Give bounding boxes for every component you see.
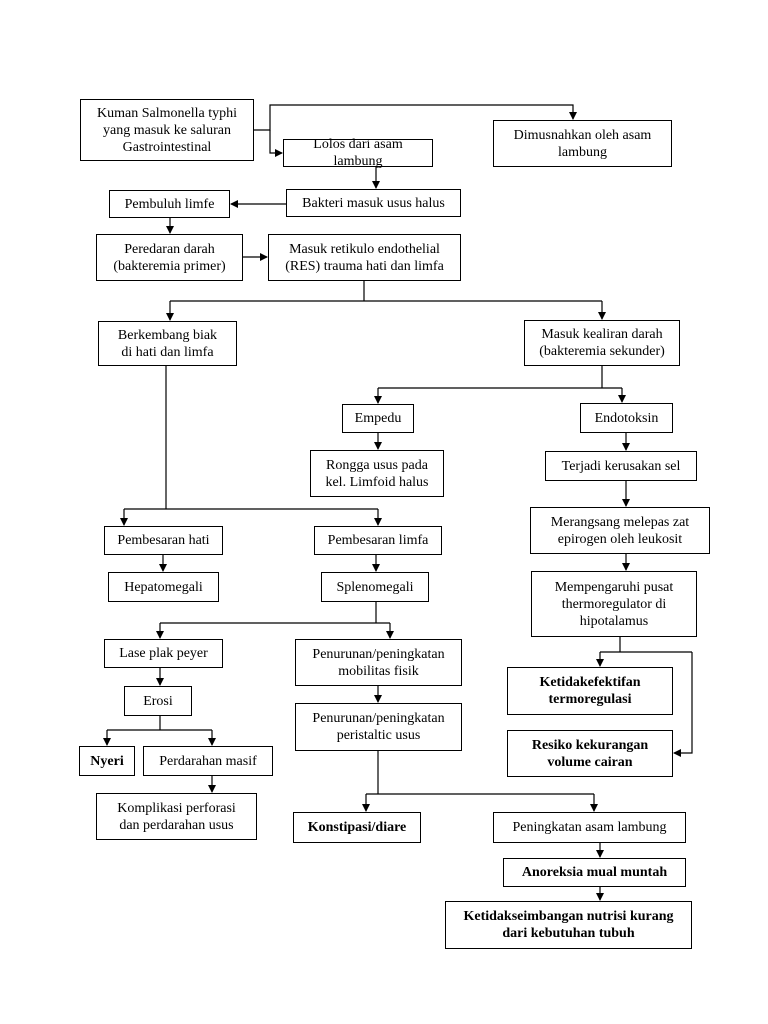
node-rongga-usus: Rongga usus pada kel. Limfoid halus — [310, 450, 444, 497]
node-label: Dimusnahkan oleh asam lambung — [513, 127, 652, 160]
node-label: Komplikasi perforasi dan perdarahan usus — [117, 800, 236, 833]
node-label: Splenomegali — [336, 579, 414, 595]
node-dimusnahkan: Dimusnahkan oleh asam lambung — [493, 120, 672, 167]
node-label: Ketidakseimbangan nutrisi kurang dari ke… — [463, 909, 674, 941]
node-label: Resiko kekurangan volume cairan — [531, 737, 649, 770]
node-nutrisi: Ketidakseimbangan nutrisi kurang dari ke… — [445, 901, 692, 949]
node-label: Pembuluh limfe — [124, 196, 215, 212]
node-label: Erosi — [143, 693, 173, 709]
node-perdarahan-masif: Perdarahan masif — [143, 746, 273, 776]
node-label: Penurunan/peningkatan mobilitas fisik — [312, 646, 445, 679]
node-label: Berkembang biak di hati dan limfa — [117, 327, 218, 360]
node-splenomegali: Splenomegali — [321, 572, 429, 602]
node-label: Nyeri — [90, 753, 124, 769]
node-lase-plak-peyer: Lase plak peyer — [104, 639, 223, 668]
node-hepatomegali: Hepatomegali — [108, 572, 219, 602]
node-label: Masuk retikulo endothelial (RES) trauma … — [285, 241, 444, 274]
node-label: Endotoksin — [594, 410, 659, 426]
node-label: Empedu — [354, 411, 402, 426]
node-label: Pembesaran hati — [117, 533, 210, 548]
node-label: Masuk kealiran darah (bakteremia sekunde… — [539, 327, 665, 359]
node-salmonella: Kuman Salmonella typhi yang masuk ke sal… — [80, 99, 254, 161]
node-res: Masuk retikulo endothelial (RES) trauma … — [268, 234, 461, 281]
node-volume-cairan: Resiko kekurangan volume cairan — [507, 730, 673, 777]
node-label: Rongga usus pada kel. Limfoid halus — [325, 457, 429, 490]
node-peristaltic-usus: Penurunan/peningkatan peristaltic usus — [295, 703, 462, 751]
node-label: Penurunan/peningkatan peristaltic usus — [312, 711, 445, 743]
node-peredaran-darah: Peredaran darah (bakteremia primer) — [96, 234, 243, 281]
node-komplikasi: Komplikasi perforasi dan perdarahan usus — [96, 793, 257, 840]
node-anoreksia: Anoreksia mual muntah — [503, 858, 686, 887]
node-asam-lambung: Peningkatan asam lambung — [493, 812, 686, 843]
connector — [673, 652, 693, 757]
node-merangsang: Merangsang melepas zat epirogen oleh leu… — [530, 507, 710, 554]
node-termoregulasi: Ketidakefektifan termoregulasi — [507, 667, 673, 715]
connector — [269, 130, 283, 157]
node-label: Lolos dari asam lambung — [313, 137, 403, 169]
node-mobilitas-fisik: Penurunan/peningkatan mobilitas fisik — [295, 639, 462, 686]
node-bakteri-halus: Bakteri masuk usus halus — [286, 189, 461, 217]
node-pembesaran-hati: Pembesaran hati — [104, 526, 223, 555]
node-label: Terjadi kerusakan sel — [561, 458, 681, 474]
node-berkembang-biak: Berkembang biak di hati dan limfa — [98, 321, 237, 366]
connector — [254, 104, 577, 131]
node-empedu: Empedu — [342, 404, 414, 433]
node-pembuluh-limfe: Pembuluh limfe — [109, 190, 230, 218]
node-label: Konstipasi/diare — [307, 820, 407, 835]
node-label: Anoreksia mual muntah — [521, 865, 668, 880]
node-label: Hepatomegali — [124, 579, 203, 595]
node-label: Peningkatan asam lambung — [512, 820, 667, 835]
node-label: Mempengaruhi pusat thermoregulator di hi… — [554, 579, 674, 629]
node-pusat-thermoregulator: Mempengaruhi pusat thermoregulator di hi… — [531, 571, 697, 637]
node-nyeri: Nyeri — [79, 746, 135, 776]
node-label: Pembesaran limfa — [327, 533, 429, 548]
node-endotoksin: Endotoksin — [580, 403, 673, 433]
node-label: Kuman Salmonella typhi yang masuk ke sal… — [97, 105, 237, 155]
node-kerusakan-sel: Terjadi kerusakan sel — [545, 451, 697, 481]
node-lolos: Lolos dari asam lambung — [283, 137, 433, 169]
node-masuk-aliran-darah: Masuk kealiran darah (bakteremia sekunde… — [524, 320, 680, 366]
node-label: Perdarahan masif — [159, 753, 257, 769]
node-konstipasi-diare: Konstipasi/diare — [293, 812, 421, 843]
node-label: Merangsang melepas zat epirogen oleh leu… — [550, 514, 690, 547]
node-erosi: Erosi — [124, 686, 192, 716]
node-pembesaran-limfa: Pembesaran limfa — [314, 526, 442, 555]
node-label: Peredaran darah (bakteremia primer) — [113, 241, 226, 274]
node-label: Ketidakefektifan termoregulasi — [539, 675, 641, 707]
node-label: Bakteri masuk usus halus — [302, 195, 445, 211]
node-label: Lase plak peyer — [119, 646, 208, 661]
